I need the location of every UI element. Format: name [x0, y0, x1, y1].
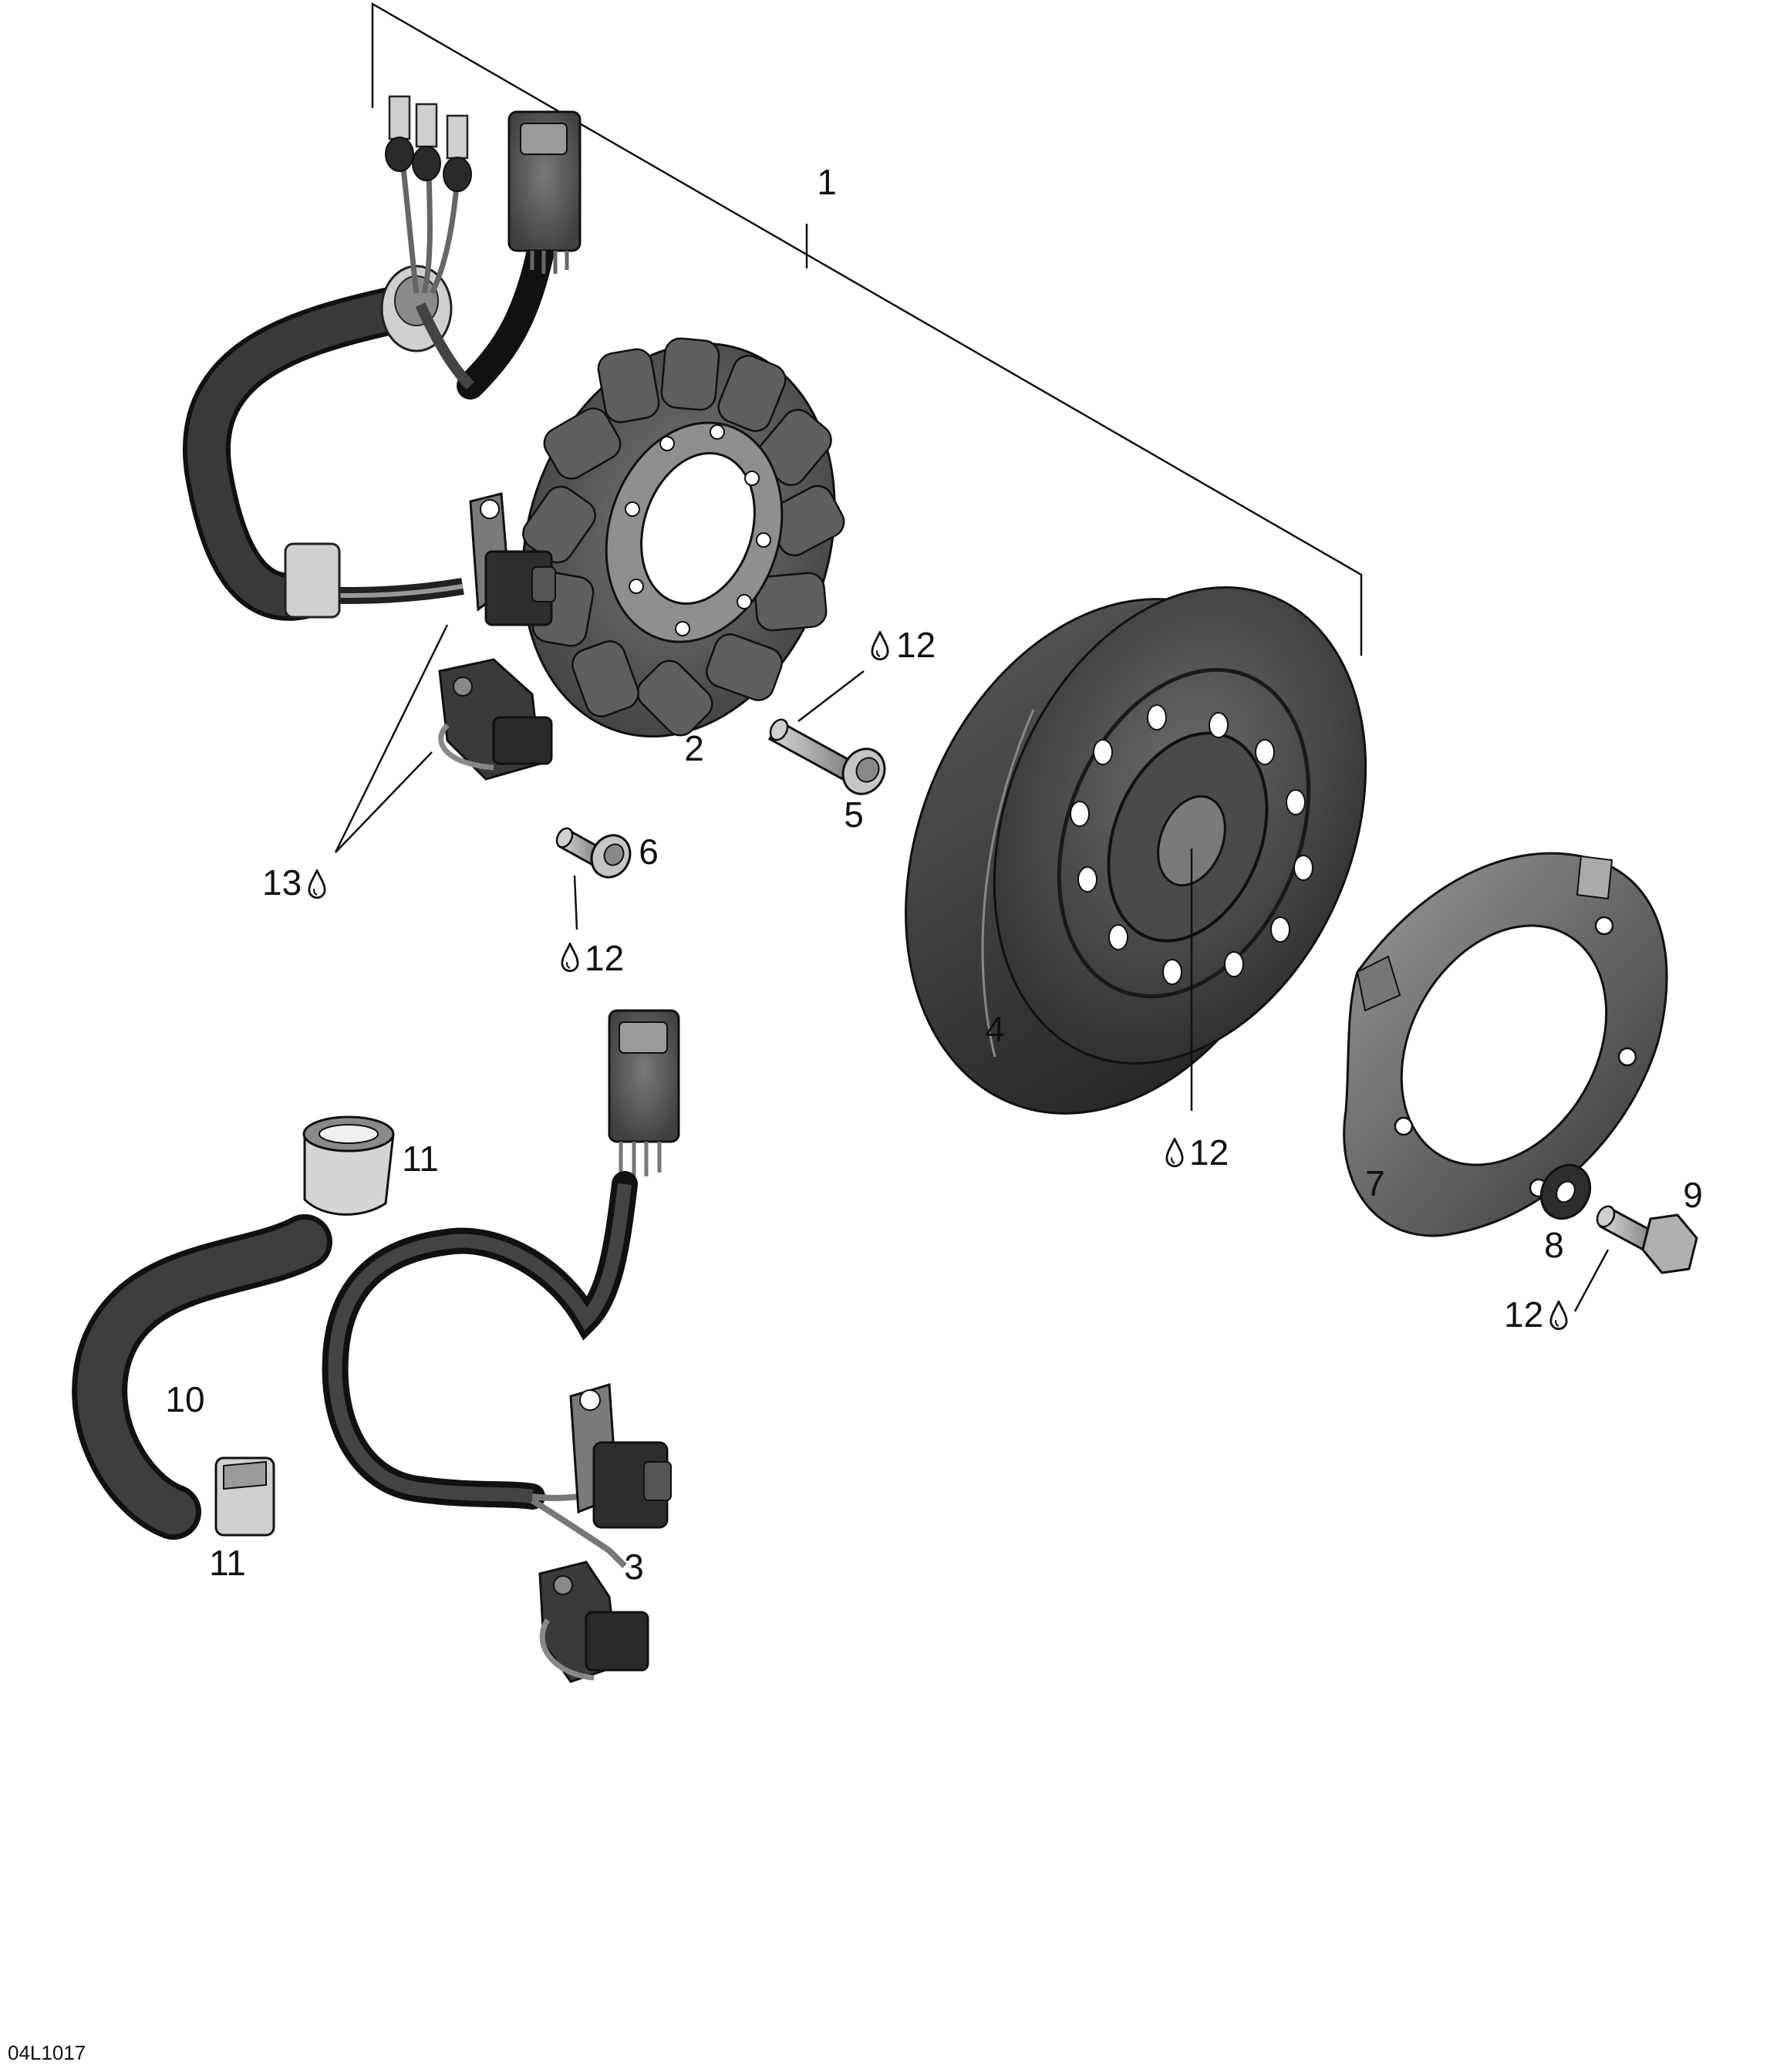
- sensor-harness-item-3: [322, 1009, 680, 1683]
- callout-8: 8: [1544, 1225, 1564, 1265]
- trigger-wheel-cover: [1343, 852, 1668, 1237]
- callout-13: 13: [262, 862, 302, 903]
- callout-9: 9: [1683, 1175, 1703, 1215]
- sensor-pickup-top: [438, 658, 553, 781]
- kit-bracket: [371, 2, 1363, 656]
- washer-item-8: [1539, 1163, 1592, 1220]
- callout-2: 2: [684, 728, 704, 768]
- stator: [469, 337, 845, 738]
- oil-drop-icon: [871, 631, 889, 660]
- callout-labels: 1 2 3 4 5 6 7 8 9 10 11 11 12 12 12 12 1…: [8, 162, 1703, 2064]
- callout-3: 3: [624, 1547, 644, 1587]
- callout-5: 5: [844, 795, 864, 835]
- oil-drop-icon: [308, 869, 326, 899]
- screw-item-6: [555, 827, 632, 879]
- callout-12-flywheel: 12: [1189, 1132, 1229, 1173]
- oil-drop-icon: [1165, 1138, 1184, 1167]
- document-code: 04L1017: [8, 2041, 86, 2064]
- protective-sleeve-item-10: [72, 1214, 332, 1540]
- callout-12-small-screw: 12: [585, 938, 624, 978]
- callout-11-bottom: 11: [209, 1543, 246, 1583]
- callout-1: 1: [817, 162, 837, 202]
- leader-lines: [334, 624, 1610, 1312]
- grommet-item-11-top: [302, 1115, 395, 1216]
- flywheel-rotor: [905, 586, 1367, 1115]
- grommet-item-11-bottom: [214, 1456, 275, 1537]
- bolt-item-9: [1596, 1205, 1698, 1274]
- callout-11-top: 11: [402, 1139, 439, 1179]
- oil-drop-icon: [561, 943, 579, 972]
- stator-wire-harness: [183, 95, 582, 621]
- callout-10: 10: [165, 1379, 204, 1419]
- callout-12-bolt: 12: [1504, 1294, 1543, 1335]
- screw-item-5: [767, 718, 886, 795]
- callout-12-screw: 12: [896, 625, 936, 665]
- callout-6: 6: [639, 832, 659, 872]
- callout-7: 7: [1365, 1163, 1385, 1203]
- oil-drop-icon: [1549, 1301, 1568, 1330]
- callout-4: 4: [985, 1009, 1005, 1049]
